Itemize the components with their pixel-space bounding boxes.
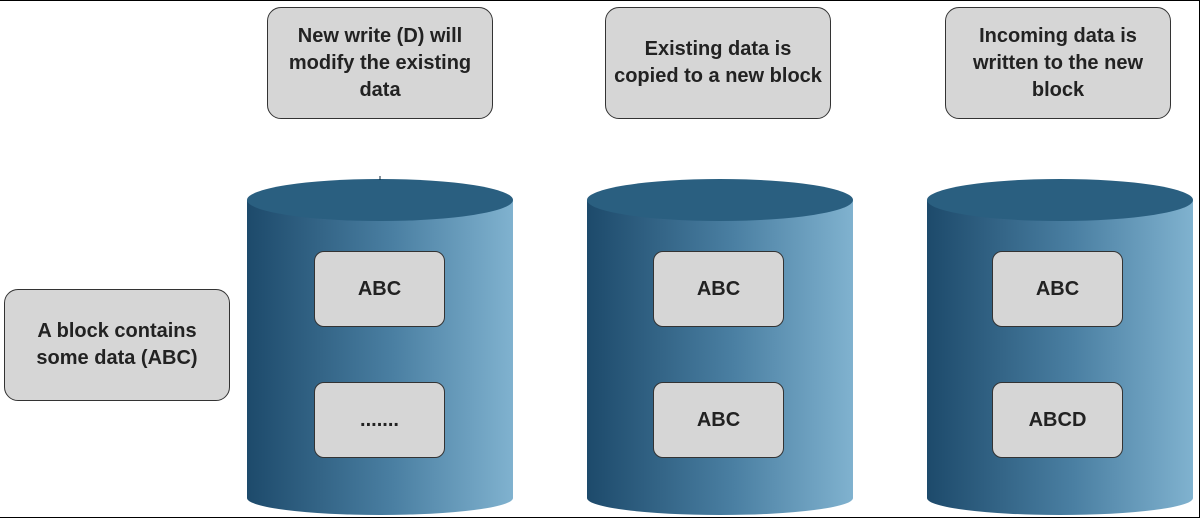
block-step-3-top: ABC [992, 251, 1123, 327]
block-step-1-top: ABC [314, 251, 445, 327]
block-step-1-bottom: ....... [314, 382, 445, 458]
cylinder-step-1 [247, 176, 513, 515]
callout-step-1: New write (D) will modify the existing d… [267, 7, 493, 119]
cylinder-step-3 [927, 179, 1193, 515]
callout-step-3: Incoming data is written to the new bloc… [945, 7, 1171, 119]
callout-step-2: Existing data is copied to a new block [605, 7, 831, 119]
block-step-2-top: ABC [653, 251, 784, 327]
block-step-2-bottom: ABC [653, 382, 784, 458]
callout-side-note: A block contains some data (ABC) [4, 289, 230, 401]
cylinder-step-2 [587, 179, 853, 515]
block-step-3-bottom: ABCD [992, 382, 1123, 458]
